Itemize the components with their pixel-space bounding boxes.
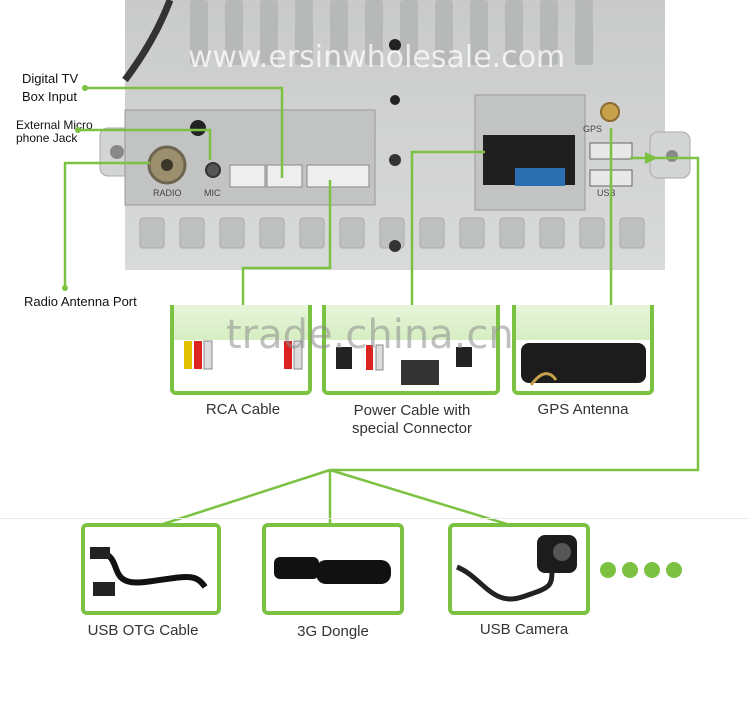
more-indicator-dot-1 bbox=[600, 562, 616, 578]
device-back-panel bbox=[95, 0, 695, 285]
usb-otg-cable-icon bbox=[90, 547, 208, 596]
gps-antenna-caption: GPS Antenna bbox=[537, 401, 629, 418]
radio-marking: RADIO bbox=[153, 188, 182, 198]
mic-jack-label: External Micro phone Jack bbox=[16, 118, 93, 145]
digital-tv-label: Digital TV Box Input bbox=[22, 71, 79, 104]
more-indicator-dot-2 bbox=[622, 562, 638, 578]
device-panel-svg bbox=[99, 0, 691, 270]
gps-marking: GPS bbox=[583, 124, 603, 134]
power-cable-box bbox=[322, 305, 500, 395]
section-divider bbox=[0, 518, 750, 519]
mic-marking: MIC bbox=[204, 188, 221, 198]
rca-cable-caption: RCA Cable bbox=[205, 401, 281, 418]
usb-camera-icon bbox=[455, 535, 577, 602]
usb-camera-box bbox=[448, 523, 590, 615]
more-indicator-dot-3 bbox=[644, 562, 660, 578]
gps-antenna-box bbox=[512, 305, 654, 395]
usb-otg-cable-box bbox=[81, 523, 221, 615]
usb-camera-caption: USB Camera bbox=[479, 621, 569, 638]
watermark-top: www.ersinwholesale.com bbox=[188, 40, 566, 75]
watermark-middle: trade.china.cn bbox=[226, 312, 514, 358]
3g-dongle-caption: 3G Dongle bbox=[297, 623, 369, 640]
3g-dongle-icon bbox=[274, 557, 391, 584]
more-indicator-dot-4 bbox=[666, 562, 682, 578]
rca-cable-icon bbox=[184, 340, 303, 370]
power-cable-icon bbox=[336, 344, 472, 385]
3g-dongle-box bbox=[262, 523, 404, 615]
radio-antenna-label: Radio Antenna Port bbox=[24, 294, 137, 309]
usb-otg-cable-caption: USB OTG Cable bbox=[87, 622, 199, 639]
rca-cable-box bbox=[170, 305, 312, 395]
usb-marking: USB bbox=[597, 188, 616, 198]
gps-antenna-icon bbox=[521, 343, 646, 386]
power-cable-caption: Power Cable with special Connector bbox=[351, 402, 473, 437]
